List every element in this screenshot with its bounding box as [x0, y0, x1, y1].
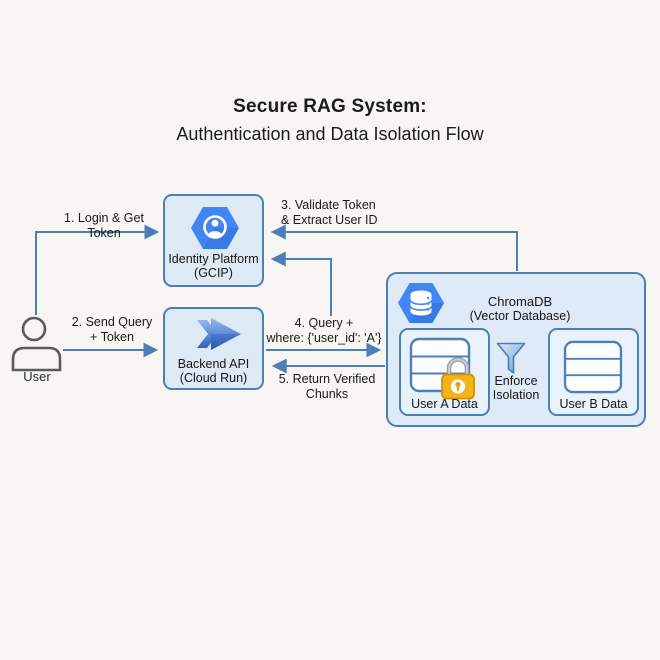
edge-query-line2: where: {'user_id': 'A'} — [266, 330, 382, 345]
user-actor-label: User — [23, 369, 51, 384]
edge-query-line1: 4. Query + — [294, 316, 354, 330]
edge-login-arrow — [35, 224, 160, 315]
edge-send-query-label: 2. Send Query + Token — [64, 315, 160, 344]
title-line2: Authentication and Data Isolation Flow — [176, 124, 484, 144]
enforce-isolation-line2: Isolation — [492, 388, 540, 402]
chromadb-database-hexagon-icon — [398, 283, 444, 323]
chromadb-node: ChromaDB (Vector Database) User A Data — [386, 272, 646, 427]
edge-login-label: 1. Login & Get Token — [48, 211, 160, 240]
user-b-data-box: User B Data — [548, 328, 639, 416]
edge-token-check-arrow — [270, 251, 332, 316]
edge-send-query-line2: + Token — [90, 329, 134, 344]
identity-platform-subtitle: (GCIP) — [194, 265, 233, 280]
edge-validate-token-arrow — [270, 224, 518, 271]
user-a-data-label: User A Data — [411, 397, 478, 411]
enforce-isolation-line1: Enforce — [494, 374, 538, 388]
edge-login-text: 1. Login & Get Token — [64, 211, 144, 240]
user-b-data-label: User B Data — [559, 397, 628, 411]
chromadb-title-block: ChromaDB (Vector Database) — [435, 294, 605, 324]
cloud-run-arrows-icon — [197, 318, 241, 350]
edge-validate-token-label: 3. Validate Token & Extract User ID — [281, 198, 401, 227]
user-a-data-box: User A Data — [399, 328, 490, 416]
user-b-table-icon — [563, 340, 623, 394]
diagram-title: Secure RAG System: Authentication and Da… — [0, 96, 660, 145]
edge-validate-line1: 3. Validate Token — [281, 198, 376, 212]
user-person-icon — [11, 316, 62, 372]
enforce-isolation-label: Enforce Isolation — [480, 374, 552, 402]
edge-return-chunks-label: 5. Return Verified Chunks — [276, 372, 378, 401]
backend-api-title: Backend API — [177, 357, 250, 371]
backend-api-node: Backend API (Cloud Run) — [163, 307, 264, 390]
edge-return-line2: Chunks — [305, 386, 349, 401]
edge-send-query-line1: 2. Send Query — [71, 315, 153, 329]
title-line1: Secure RAG System: — [233, 96, 427, 117]
identity-platform-node: Identity Platform (GCIP) — [163, 194, 264, 287]
chromadb-subtitle: (Vector Database) — [469, 309, 571, 323]
lock-icon — [441, 357, 475, 400]
identity-platform-title: Identity Platform — [168, 252, 259, 266]
filter-funnel-icon — [496, 342, 526, 374]
edge-query-label: 4. Query + where: {'user_id': 'A'} — [264, 316, 384, 345]
edge-return-line1: 5. Return Verified — [278, 372, 376, 386]
edge-validate-line2: & Extract User ID — [281, 212, 378, 227]
identity-platform-hexagon-icon — [191, 207, 239, 249]
chromadb-title: ChromaDB — [487, 294, 553, 309]
backend-api-subtitle: (Cloud Run) — [179, 370, 248, 385]
